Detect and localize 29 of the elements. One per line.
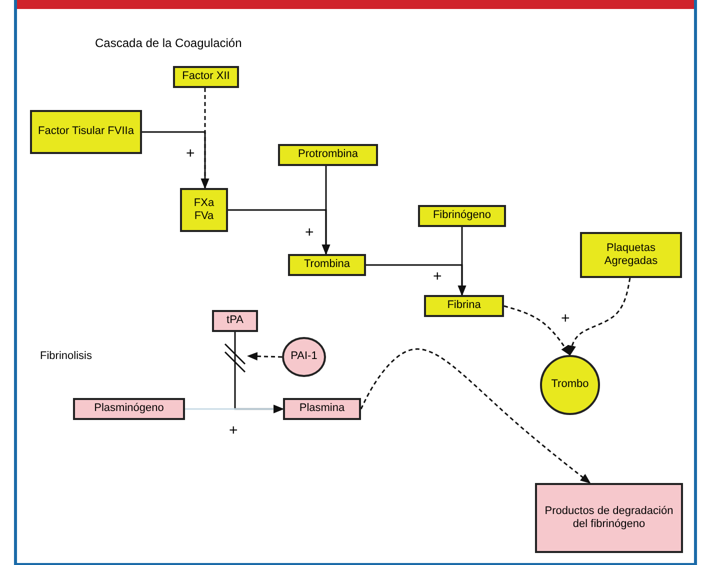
process-box: Factor Tisular FVIIa bbox=[30, 110, 142, 154]
arrow bbox=[185, 404, 284, 414]
diagram-title: Cascada de la Coagulación bbox=[95, 36, 242, 50]
arrow bbox=[458, 227, 466, 296]
arrow bbox=[360, 348, 591, 484]
node-circle: PAI-1 bbox=[282, 337, 326, 377]
process-box: Factor XII bbox=[173, 66, 239, 88]
arrow bbox=[246, 352, 282, 360]
arrow bbox=[322, 166, 330, 256]
process-box: FXa FVa bbox=[180, 188, 228, 232]
process-box: Fibrinógeno bbox=[418, 205, 506, 227]
process-box: Productos de degradación del fibrinógeno bbox=[535, 483, 683, 553]
process-box: Trombina bbox=[288, 254, 366, 276]
process-box: Plasminógeno bbox=[73, 398, 185, 420]
process-box: Fibrina bbox=[424, 295, 504, 317]
process-box: Plaquetas Agregadas bbox=[580, 232, 682, 278]
node-circle: Trombo bbox=[540, 355, 600, 415]
plus-sign: + bbox=[186, 145, 195, 162]
plus-sign: + bbox=[305, 224, 314, 241]
arrow bbox=[568, 278, 631, 356]
section-label: Fibrinolisis bbox=[40, 350, 92, 362]
process-box: tPA bbox=[212, 310, 258, 332]
process-box: Plasmina bbox=[283, 398, 361, 420]
process-box: Protrombina bbox=[278, 144, 378, 166]
plus-sign: + bbox=[229, 422, 238, 439]
plus-sign: + bbox=[561, 310, 570, 327]
plus-sign: + bbox=[433, 268, 442, 285]
arrow bbox=[142, 131, 210, 190]
arrow bbox=[504, 305, 571, 356]
